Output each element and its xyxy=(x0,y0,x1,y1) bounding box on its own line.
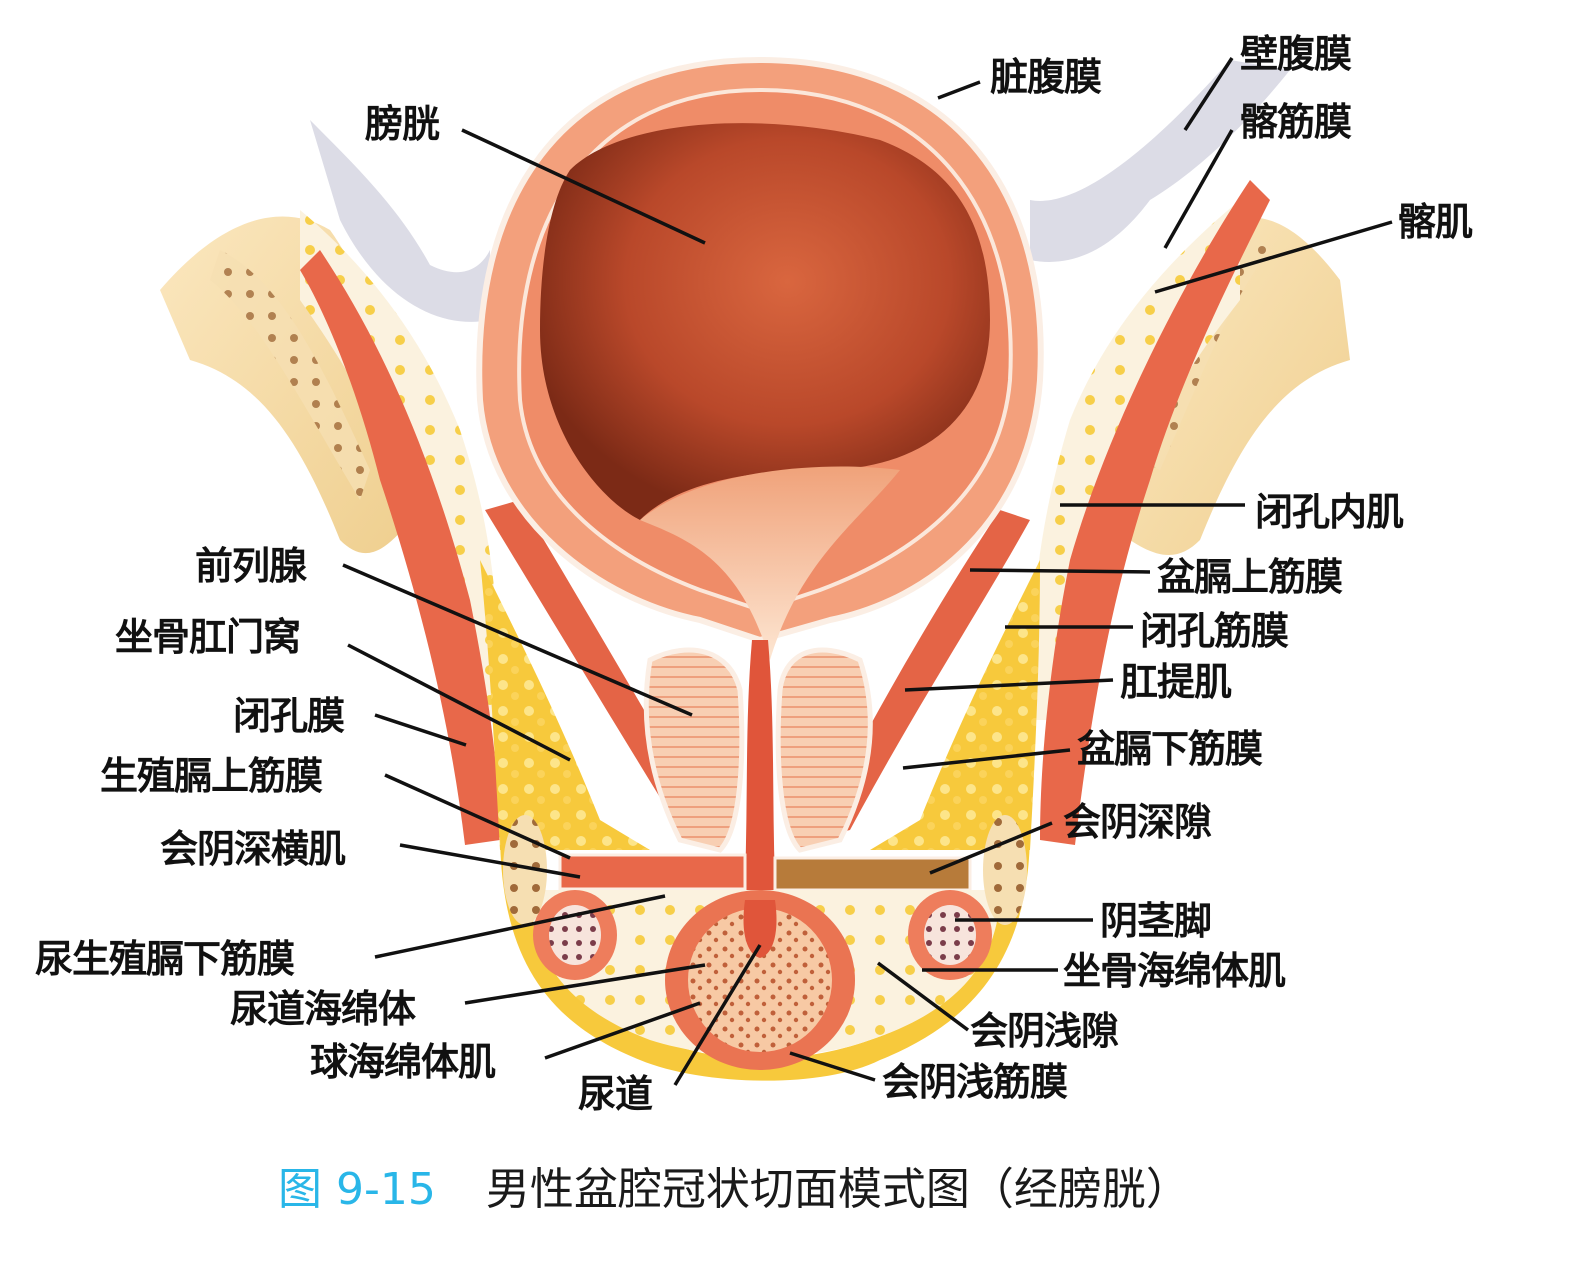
label-ischiocavernosus: 坐骨海绵体肌 xyxy=(1063,949,1286,993)
label-bulbospongiosus: 球海绵体肌 xyxy=(310,1040,496,1084)
caption-number: 图 9-15 xyxy=(278,1164,436,1215)
prostate-right-lobe xyxy=(775,647,873,853)
peritoneal-recess-right xyxy=(1030,60,1290,262)
label-visceral-peritoneum: 脏腹膜 xyxy=(990,55,1102,99)
bladder-neck xyxy=(640,466,900,660)
label-crus-of-penis: 阴茎脚 xyxy=(1100,899,1212,943)
label-iliacus: 髂肌 xyxy=(1398,200,1473,244)
label-inferior-pelvic-diaphragm-fascia: 盆膈下筋膜 xyxy=(1077,727,1263,771)
caption-title: 男性盆腔冠状切面模式图（经膀胱） xyxy=(485,1164,1190,1215)
label-bladder: 膀胱 xyxy=(365,102,440,146)
obturator-internus-right xyxy=(1040,180,1270,845)
label-urethra: 尿道 xyxy=(578,1072,653,1116)
label-parietal-peritoneum: 壁腹膜 xyxy=(1240,32,1352,76)
deep-perineal-space xyxy=(773,856,972,892)
leader-lines xyxy=(342,57,1393,1086)
label-inferior-urogenital-diaphragm-fascia: 尿生殖膈下筋膜 xyxy=(35,937,295,981)
prostate-left-lobe xyxy=(643,647,745,853)
label-superficial-perineal-space: 会阴浅隙 xyxy=(970,1009,1119,1053)
label-iliac-fascia: 髂筋膜 xyxy=(1240,100,1352,144)
label-superior-pelvic-diaphragm-fascia: 盆膈上筋膜 xyxy=(1157,555,1343,599)
ischioanal-fossa-left xyxy=(480,560,650,850)
peritoneal-recess-left xyxy=(310,120,490,322)
label-obturator-membrane: 闭孔膜 xyxy=(233,694,345,738)
crus-of-penis-right xyxy=(924,905,976,965)
label-corpus-spongiosum: 尿道海绵体 xyxy=(230,987,416,1031)
label-prostate: 前列腺 xyxy=(195,544,307,588)
ischioanal-fossa-right xyxy=(870,560,1040,850)
bladder-lumen xyxy=(540,123,990,520)
label-ischioanal-fossa: 坐骨肛门窝 xyxy=(115,615,301,659)
label-obturator-fascia: 闭孔筋膜 xyxy=(1140,609,1289,653)
crus-of-penis-left xyxy=(549,905,601,965)
label-levator-ani: 肛提肌 xyxy=(1120,660,1232,704)
label-obturator-internus: 闭孔内肌 xyxy=(1255,490,1404,534)
label-superior-urogenital-diaphragm-fascia: 生殖膈上筋膜 xyxy=(100,754,323,798)
label-deep-perineal-space: 会阴深隙 xyxy=(1063,800,1212,844)
deep-transverse-perineal-muscle xyxy=(558,853,747,891)
corpus-spongiosum xyxy=(688,908,832,1052)
label-deep-transverse-perineal: 会阴深横肌 xyxy=(160,827,346,871)
label-superficial-perineal-fascia: 会阴浅筋膜 xyxy=(882,1060,1068,1104)
urethra xyxy=(742,640,778,948)
